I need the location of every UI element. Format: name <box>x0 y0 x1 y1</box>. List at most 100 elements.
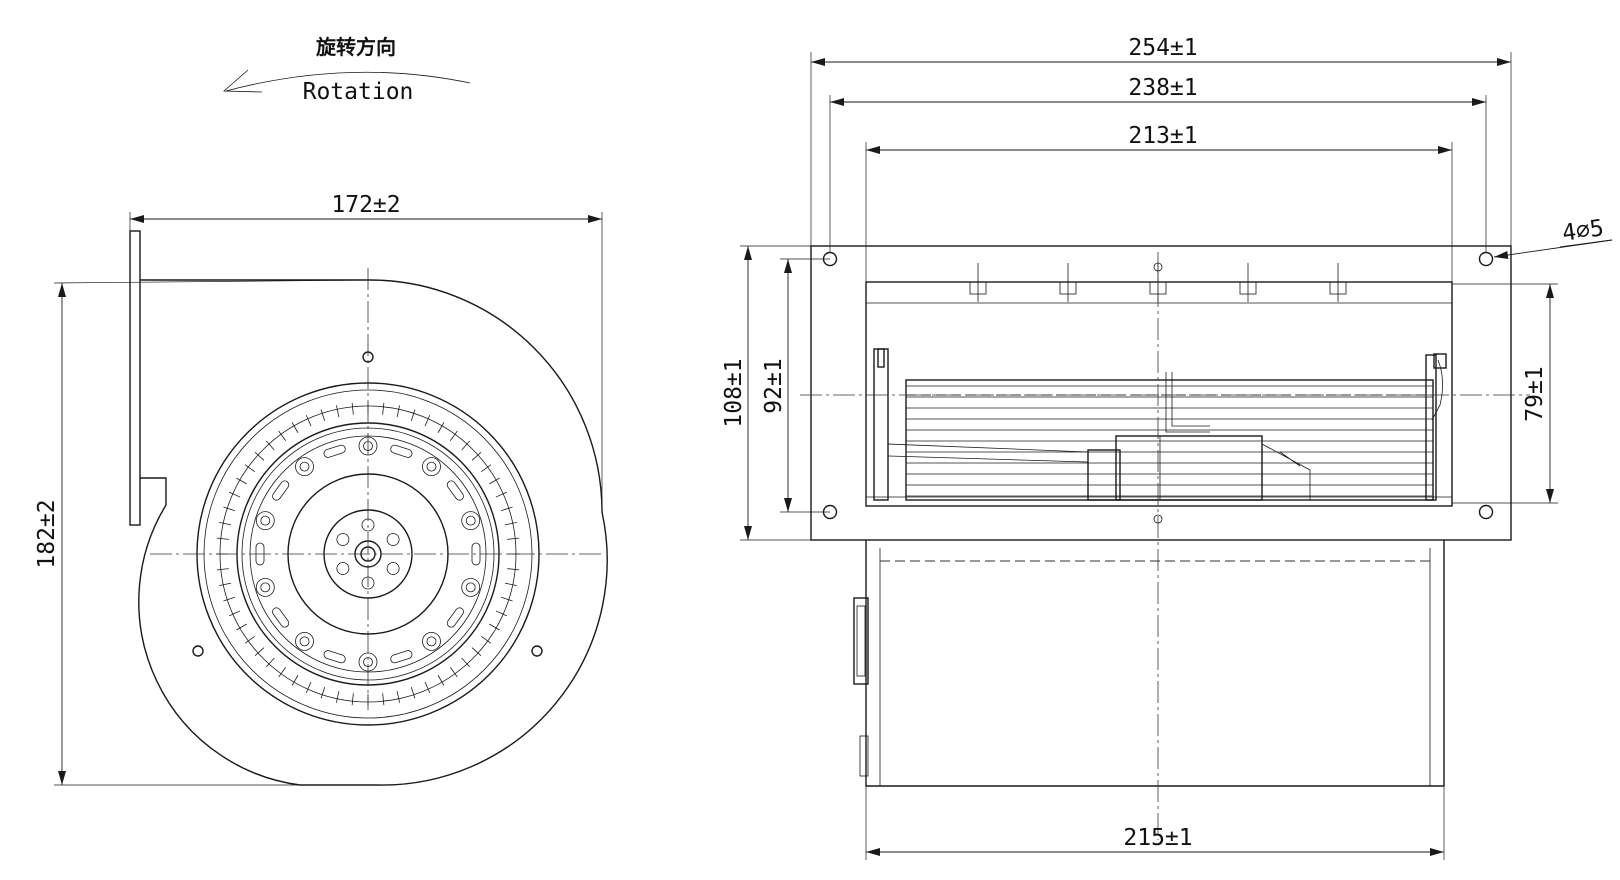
wheel-tick <box>504 582 517 586</box>
wheel-tick <box>305 414 312 427</box>
wheel-tick <box>291 675 299 686</box>
wheel-tick <box>382 402 385 415</box>
rotation-label-cn: 旋转方向 <box>315 35 396 59</box>
wheel-tick <box>501 596 513 602</box>
cable-clip <box>1433 353 1447 369</box>
rotor-slot <box>323 650 346 664</box>
outlet-opening <box>865 281 1453 507</box>
hub-hole <box>386 562 400 575</box>
rotor-pocket <box>295 457 314 477</box>
cable-lead <box>1431 359 1443 421</box>
rotation-indicator: 旋转方向 Rotation <box>222 35 471 105</box>
wheel-tick <box>495 610 508 617</box>
hub-hole <box>336 533 350 546</box>
outlet-height-dimension: 79±1 <box>1522 366 1548 421</box>
wheel-tick <box>351 693 354 706</box>
rotor-pocket-inner <box>260 582 271 593</box>
wheel-tick <box>495 491 508 498</box>
overall-width-dimension: 254±1 <box>1128 35 1197 61</box>
wheel-tick <box>216 568 229 571</box>
wheel-tick <box>223 506 235 512</box>
wheel-tick <box>437 675 445 686</box>
rotor-pocket-inner <box>426 461 437 472</box>
rotor-pocket <box>422 457 441 477</box>
motor-stator <box>1087 449 1121 501</box>
wheel-tick <box>507 568 520 571</box>
hub-hole <box>386 533 400 546</box>
wheel-tick <box>424 681 431 694</box>
wheel-tick <box>489 623 500 631</box>
housing-body <box>865 540 1445 787</box>
rotor-pocket-inner <box>465 515 476 526</box>
side-mounting-flange <box>810 245 1512 541</box>
wheel-tick <box>501 506 513 512</box>
wheel-tick <box>254 451 265 461</box>
side-view: 254±1 238±1 213±1 215±1 108±1 92±1 79±1 <box>721 35 1613 860</box>
rotor-slot <box>390 444 413 458</box>
front-height-dimension: 182±2 <box>34 499 60 568</box>
wheel-tick <box>320 687 326 699</box>
wheel-tick <box>236 623 247 631</box>
rotor-pocket-inner <box>299 636 310 647</box>
wheel-tick <box>396 405 400 418</box>
rotor-slot <box>272 480 290 501</box>
wheel-tick <box>219 582 232 586</box>
wheel-tick <box>265 657 275 668</box>
mount-hole-right <box>531 645 543 657</box>
rotor-slot <box>323 444 346 458</box>
wheel-tick <box>228 491 241 498</box>
wheel-tick <box>278 667 287 678</box>
hole-callout-label: 4⌀5 <box>1561 215 1606 247</box>
wheel-tick <box>336 690 340 703</box>
right-bearing-plate <box>1425 354 1437 501</box>
rotation-label-en: Rotation <box>303 79 414 105</box>
flange-hole-br <box>1478 504 1494 520</box>
rotor-pocket <box>255 511 275 531</box>
front-view: 172±2 182±2 <box>34 192 608 786</box>
impeller-side-body <box>905 379 1434 501</box>
inlet-width-dimension: 213±1 <box>1128 123 1197 149</box>
wheel-tick <box>228 610 241 617</box>
rotor-slot <box>390 650 413 664</box>
wheel-tick <box>236 477 247 485</box>
front-width-dimension: 172±2 <box>331 192 400 218</box>
wheel-tick <box>396 690 400 703</box>
rotor-pocket <box>295 631 314 651</box>
wheel-tick <box>471 451 482 461</box>
hole-height-dimension: 92±1 <box>761 358 787 413</box>
wheel-tick <box>481 635 492 644</box>
rotor-pocket <box>422 631 441 651</box>
left-bearing-cap <box>877 348 885 368</box>
rotor-pocket-inner <box>260 515 271 526</box>
wheel-tick <box>504 522 517 526</box>
hole-spacing-dimension: 238±1 <box>1128 75 1197 101</box>
wheel-tick <box>382 693 385 706</box>
wheel-tick <box>471 647 482 657</box>
wheel-tick <box>424 414 431 427</box>
rotor-pocket-inner <box>426 636 437 647</box>
wheel-tick <box>410 409 416 421</box>
motor-support-right <box>1261 443 1311 500</box>
impeller-blade-bands <box>906 385 1433 497</box>
wheel-tick <box>320 409 326 421</box>
hole-callout-shelf <box>1559 239 1613 248</box>
rotation-arrow-head <box>222 69 263 93</box>
rotation-arrow <box>225 71 471 92</box>
wheel-tick <box>489 477 500 485</box>
wheel-tick <box>410 687 416 699</box>
motor-bracket-arm <box>1165 372 1210 433</box>
wheel-tick <box>437 422 445 433</box>
housing-width-dimension: 215±1 <box>1123 825 1192 851</box>
wheel-tick <box>265 440 275 451</box>
housing-foot <box>859 735 869 777</box>
rotor-slots <box>255 436 481 672</box>
wheel-tick <box>461 440 471 451</box>
mount-hole-left <box>192 645 204 657</box>
wheel-tick <box>254 647 265 657</box>
wheel-tick <box>449 430 458 441</box>
hub-hole <box>336 562 350 575</box>
dim-182-ext-top <box>53 279 371 284</box>
outlet-flange-plate <box>129 230 141 526</box>
rotor-pocket-inner <box>465 582 476 593</box>
